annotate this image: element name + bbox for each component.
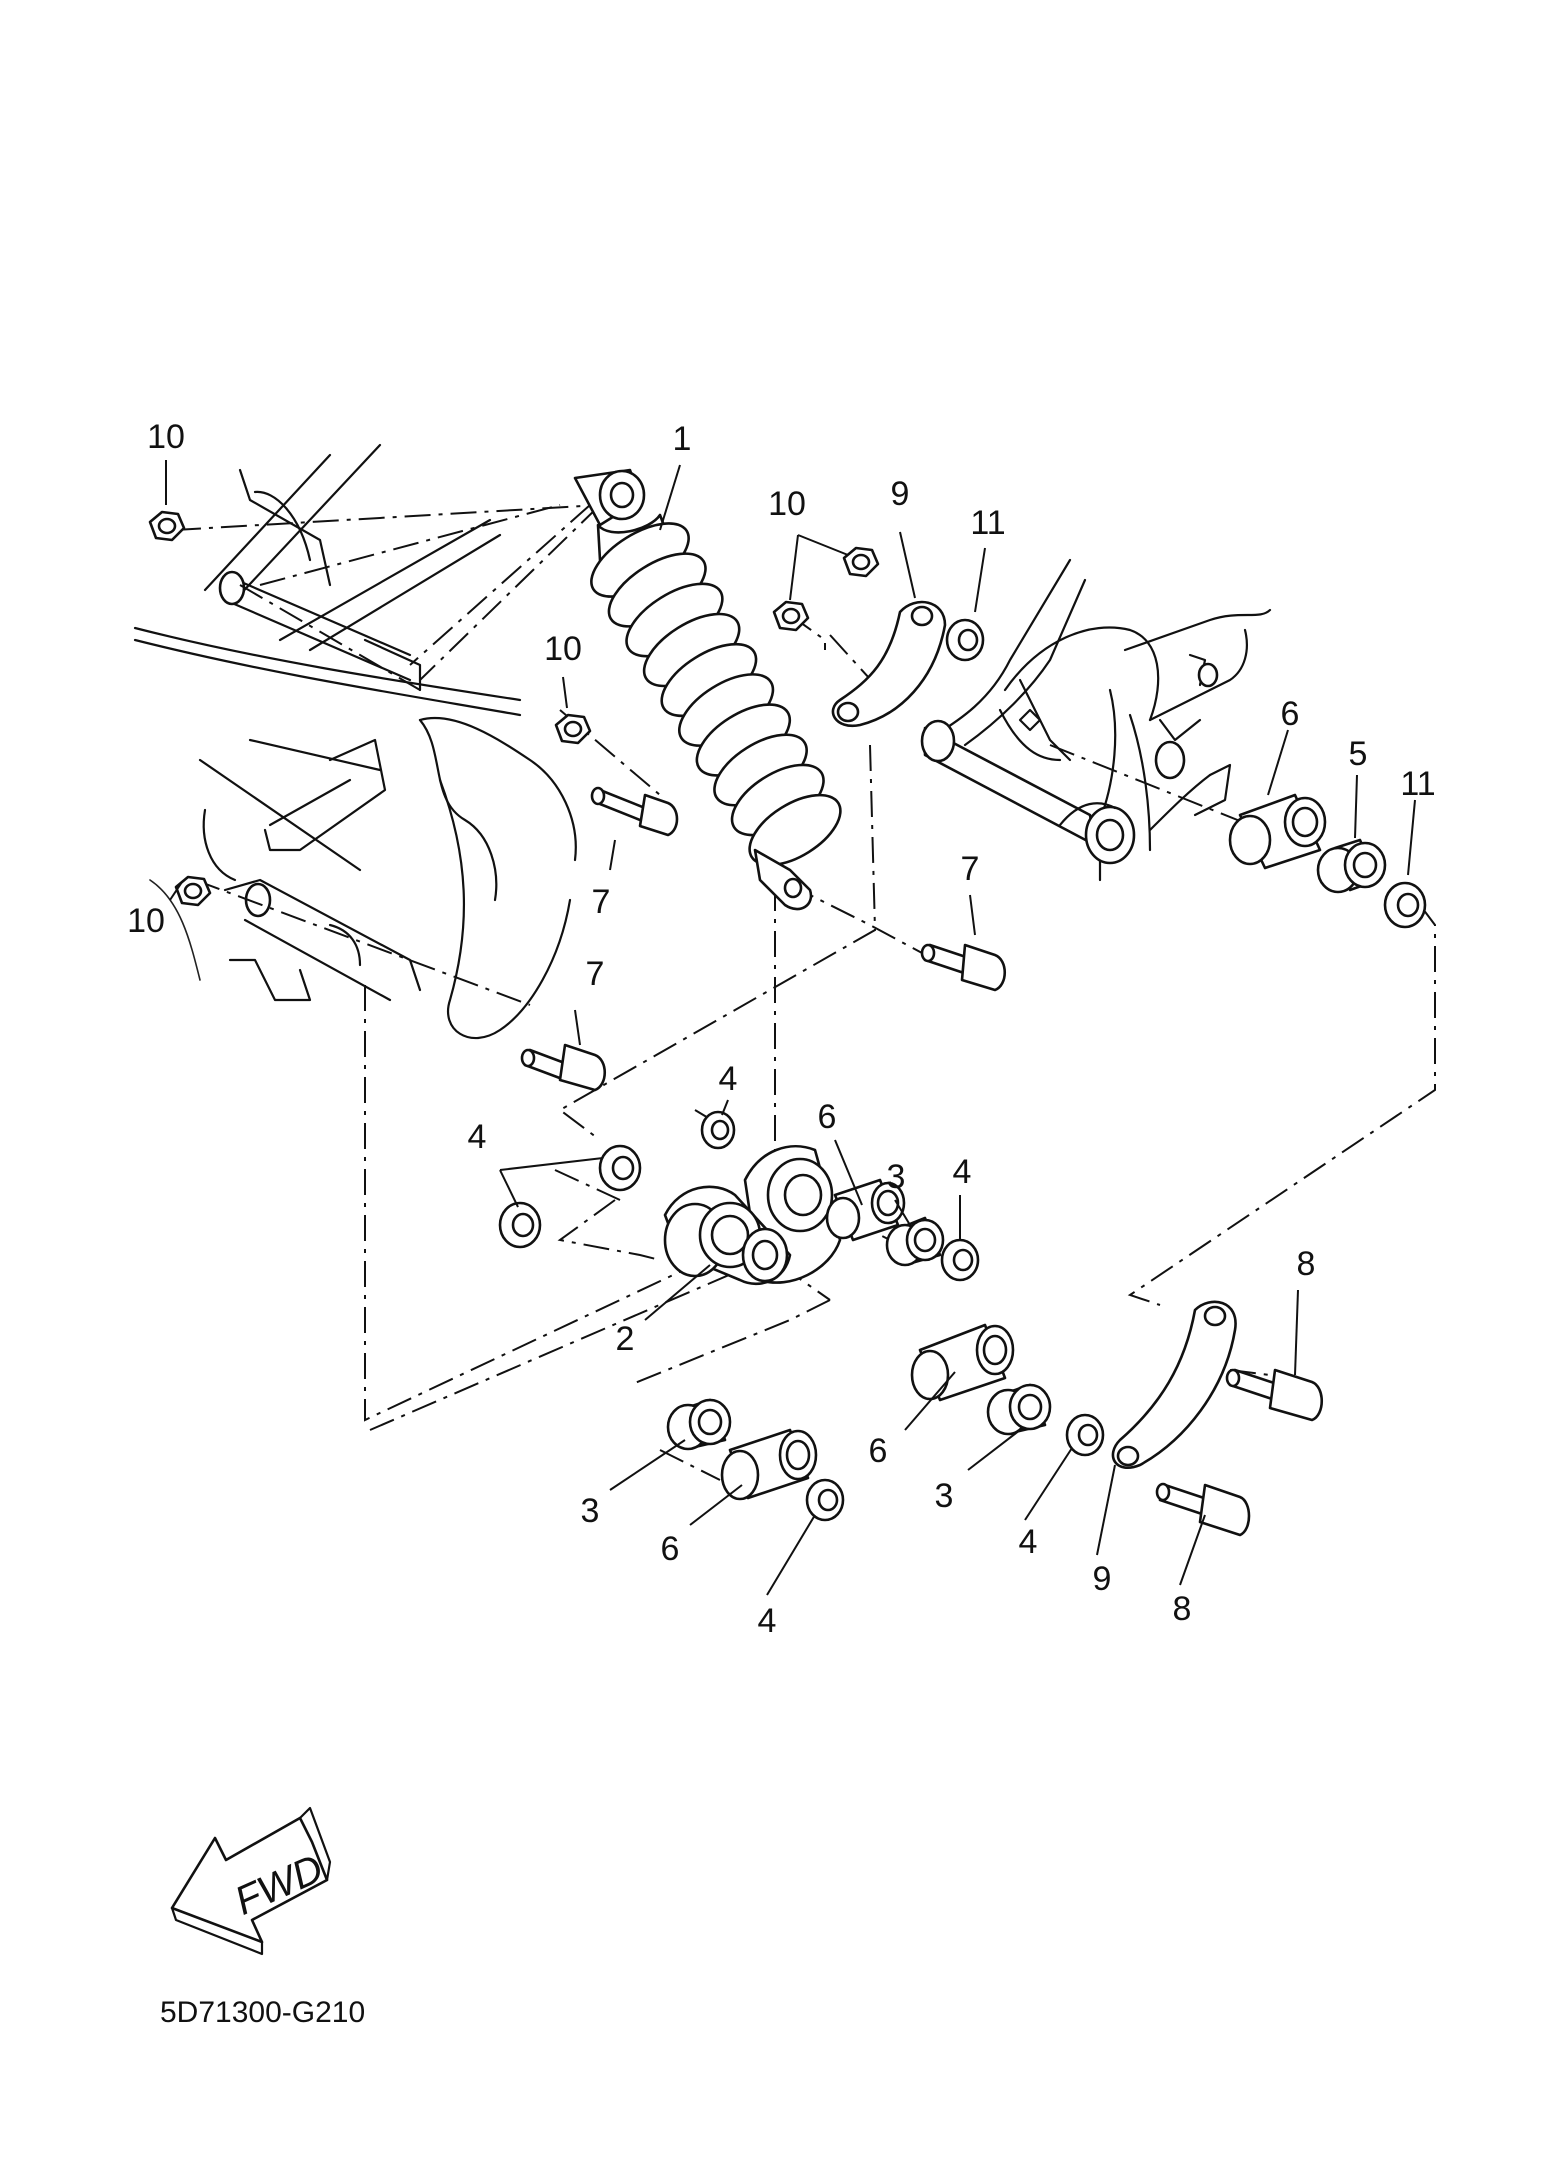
spring-coil	[748, 793, 842, 867]
bearing-3-a	[885, 1216, 945, 1267]
washer-4-d	[940, 1238, 980, 1282]
callout-3: 3	[887, 1158, 906, 1196]
forward-direction-arrow: FWD	[170, 1806, 332, 1956]
bolt-7-c	[520, 1043, 607, 1092]
bolt-8-a	[1225, 1368, 1324, 1422]
leader-lines	[165, 460, 1416, 1596]
washer-11-upper	[945, 618, 985, 662]
hardware-parts	[148, 510, 1427, 1537]
callout-4: 4	[953, 1153, 972, 1191]
callout-1: 1	[673, 420, 692, 458]
callout-11: 11	[1400, 765, 1435, 803]
callout-7: 7	[961, 850, 980, 888]
diagram-reference-code: 5D71300-G210	[160, 1996, 365, 2029]
washer-4-f	[805, 1478, 845, 1522]
callout-3: 3	[581, 1492, 600, 1530]
spacer-6-b	[910, 1323, 1015, 1402]
nut-10-center	[554, 713, 592, 745]
callout-9: 9	[1093, 1560, 1112, 1598]
callout-6: 6	[869, 1432, 888, 1470]
callout-10: 10	[768, 485, 806, 523]
callout-11: 11	[970, 504, 1005, 542]
bolt-7-b	[920, 943, 1007, 992]
spacer-6-right	[1228, 793, 1327, 870]
callout-8: 8	[1297, 1245, 1316, 1283]
spacer-6-c	[720, 1428, 818, 1501]
plate-9-lower	[1111, 1300, 1237, 1469]
nut-10-lower-left	[174, 875, 212, 907]
callout-6: 6	[1281, 695, 1300, 733]
bolt-7-a	[590, 786, 679, 837]
callout-7: 7	[592, 883, 611, 921]
callout-4: 4	[758, 1602, 777, 1640]
callout-10: 10	[147, 418, 185, 456]
callout-3: 3	[935, 1477, 954, 1515]
nut-10-upper-b	[772, 600, 810, 632]
frame-drawing	[133, 443, 577, 1040]
bolt-8-b	[1155, 1482, 1251, 1537]
plate-9-upper	[831, 600, 947, 728]
washer-4-e	[1065, 1413, 1105, 1457]
callout-4: 4	[1019, 1523, 1038, 1561]
bearing-5	[1316, 838, 1387, 894]
nut-10-upper-a	[842, 546, 880, 578]
relay-arm	[663, 1145, 842, 1286]
callout-2: 2	[616, 1320, 635, 1358]
rear-shock-absorber	[573, 468, 842, 911]
callout-4: 4	[468, 1118, 487, 1156]
washer-11-right	[1383, 881, 1427, 929]
spacer-6-a	[825, 1178, 906, 1242]
callout-5: 5	[1349, 735, 1368, 773]
washer-4-a	[700, 1110, 736, 1150]
bearing-3-c	[666, 1398, 732, 1451]
washer-4-b	[598, 1144, 642, 1192]
callout-10: 10	[544, 630, 582, 668]
callout-6: 6	[818, 1098, 837, 1136]
callout-labels: 1 10 10 9 11 10 6 5 11 7 7 10 7 4 4 6 3 …	[127, 418, 1436, 1640]
washer-4-c	[498, 1201, 542, 1249]
swingarm-drawing	[920, 558, 1272, 882]
callout-10: 10	[127, 902, 165, 940]
callout-9: 9	[891, 475, 910, 513]
callout-4: 4	[719, 1060, 738, 1098]
nut-10-top-left	[148, 510, 186, 542]
callout-8: 8	[1173, 1590, 1192, 1628]
callout-6: 6	[661, 1530, 680, 1568]
bearing-3-b	[986, 1383, 1052, 1436]
callout-7: 7	[586, 955, 605, 993]
